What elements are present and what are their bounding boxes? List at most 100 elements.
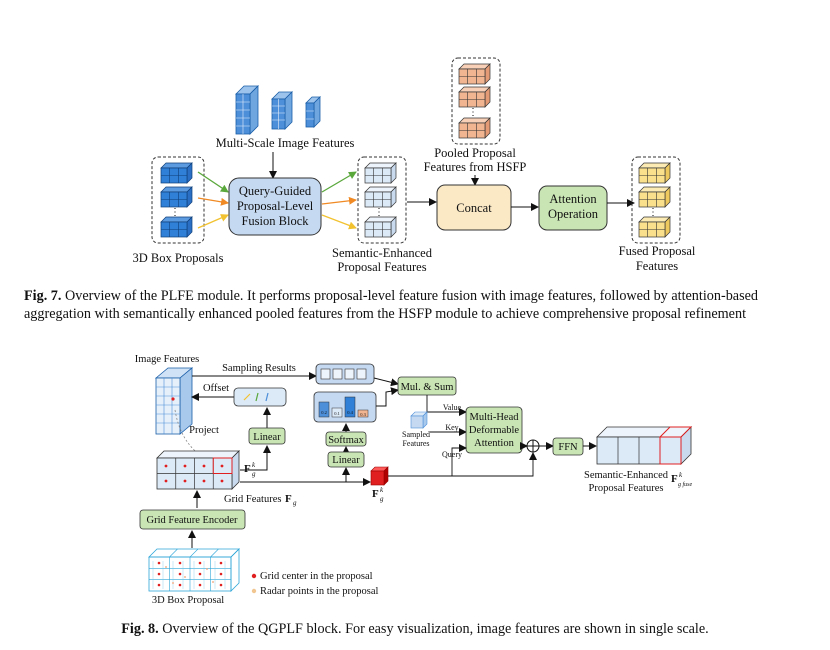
fig8-caption-text: Overview of the QGPLF block. For easy vi… <box>158 621 709 637</box>
concat-label: Concat <box>456 201 492 215</box>
cube-blue <box>160 186 193 208</box>
orange-arrow-out <box>321 196 357 205</box>
grid-features-math-F-top: F <box>244 463 251 475</box>
output-line1: Semantic-Enhanced <box>584 470 669 481</box>
cube-light <box>364 162 397 184</box>
grid-feature-encoder-block <box>139 509 246 530</box>
offset-arrows-icon <box>243 392 269 402</box>
box-proposals-label: 3D Box Proposals <box>133 251 224 265</box>
sampling-results-label: Sampling Results <box>222 363 296 374</box>
attention-line1: Attention <box>549 192 597 206</box>
pooled-features-line2: Features from HSFP <box>424 160 527 174</box>
grid-features-math-g-top: g <box>252 470 256 478</box>
sampled-mini-cubes <box>320 368 367 380</box>
semantic-cubes: ⋮ <box>364 162 397 238</box>
green-arrow-out <box>321 171 357 193</box>
query-guided-line2: Proposal-Level <box>237 199 314 213</box>
attention-weight-bars: 0.2 0.1 0.4 0.3 <box>318 396 369 418</box>
fig8-caption: Fig. 8. Overview of the QGPLF block. For… <box>0 620 830 638</box>
query-guided-line3: Fusion Block <box>241 214 309 228</box>
attention-operation-block <box>538 185 608 231</box>
pooled-features-dashed-group <box>451 57 501 145</box>
residual-line <box>452 452 537 477</box>
weight-bar <box>357 409 369 418</box>
grid-features-label: Grid Features <box>224 494 281 505</box>
grid-features-math-g: g <box>293 499 297 507</box>
box-proposals-dashed-group <box>151 156 205 244</box>
feature-slab-large <box>235 85 259 135</box>
ffn-label: FFN <box>558 442 578 453</box>
query-guided-line1: Query-Guided <box>239 184 312 198</box>
cube-ellipsis: ⋮ <box>170 207 180 218</box>
value-label: Value <box>443 403 462 412</box>
linear-left-block <box>248 427 286 445</box>
output-math-gfuse: g fuse <box>678 481 693 488</box>
pooled-features-line1: Pooled Proposal <box>434 146 516 160</box>
image-features-label: Image Features <box>135 354 199 365</box>
query-label: Query <box>442 450 462 459</box>
grid-features-block <box>156 450 240 490</box>
multi-head-deformable-attention-block <box>465 406 523 454</box>
multi-scale-image-features-label: Multi-Scale Image Features <box>216 136 355 150</box>
offset-box <box>233 387 287 407</box>
multi-scale-feature-slabs <box>235 85 321 135</box>
cube-light <box>364 216 397 238</box>
cube-ellipsis: ⋮ <box>374 207 384 218</box>
output-line2: Proposal Features <box>589 483 664 494</box>
radar-legend-dot <box>251 588 257 594</box>
weight-bar <box>331 407 343 418</box>
sampled-features-line1: Sampled <box>402 430 430 439</box>
weight-bar-value: 0.2 <box>321 410 327 415</box>
semantic-enhanced-output-block <box>596 426 693 465</box>
orange-arrow-in <box>197 197 229 206</box>
fused-features-line1: Fused Proposal <box>619 244 696 258</box>
fused-cubes: ⋮ <box>638 162 671 238</box>
green-arrow-in <box>197 171 229 193</box>
image-feature-slab <box>154 367 194 435</box>
grid-features-math-k-top: k <box>252 461 256 469</box>
fig7-caption: Fig. 7. Overview of the PLFE module. It … <box>24 287 814 323</box>
weight-bar-value: 0.4 <box>347 410 353 415</box>
cube-yellow <box>638 162 671 184</box>
query-line <box>430 444 467 477</box>
semantic-enhanced-line1: Semantic-Enhanced <box>332 246 433 260</box>
legend: Grid center in the proposal Radar points… <box>251 571 378 597</box>
feature-slab-small <box>305 96 321 128</box>
cube-yellow <box>638 216 671 238</box>
red-query-cube <box>370 466 389 486</box>
mhda-line3: Attention <box>474 438 514 449</box>
semantic-enhanced-line2: Proposal Features <box>337 260 426 274</box>
red-cube-math-F: F <box>372 488 379 500</box>
fig8-caption-label: Fig. 8. <box>121 621 159 637</box>
query-guided-fusion-block <box>228 177 322 236</box>
cube-yellow <box>638 186 671 208</box>
mhda-line1: Multi-Head <box>470 412 520 423</box>
red-cube-math-k: k <box>380 486 384 494</box>
grid-feature-encoder-label: Grid Feature Encoder <box>147 515 238 526</box>
linear-right-label: Linear <box>332 455 360 466</box>
cube-orange <box>458 117 491 139</box>
fused-features-line2: Features <box>636 259 678 273</box>
cube-light <box>364 186 397 208</box>
mul-sum-label: Mul. & Sum <box>401 382 454 393</box>
weight-bar-value: 0.1 <box>334 411 340 416</box>
yellow-arrow-in <box>197 214 229 229</box>
semantic-enhanced-dashed-group <box>357 156 407 244</box>
softmax-label: Softmax <box>328 435 364 446</box>
pooled-cubes: ⋮ <box>458 63 491 139</box>
box-proposal-grid-cube <box>148 548 240 592</box>
sampled-features-line2: Features <box>402 439 429 448</box>
sampling-to-mulsum-arrow <box>373 377 399 387</box>
cube-ellipsis: ⋮ <box>648 207 658 218</box>
project-label: Project <box>189 425 219 436</box>
mhda-line2: Deformable <box>469 425 519 436</box>
cube-orange <box>458 86 491 108</box>
box-proposal-cubes: ⋮ <box>160 162 193 238</box>
grid-center-legend-dot <box>251 573 257 579</box>
key-label: Key <box>445 423 458 432</box>
cube-orange <box>458 63 491 85</box>
radar-legend-label: Radar points in the proposal <box>260 586 378 597</box>
weight-bar <box>318 401 330 418</box>
output-math-F: F <box>671 473 678 485</box>
